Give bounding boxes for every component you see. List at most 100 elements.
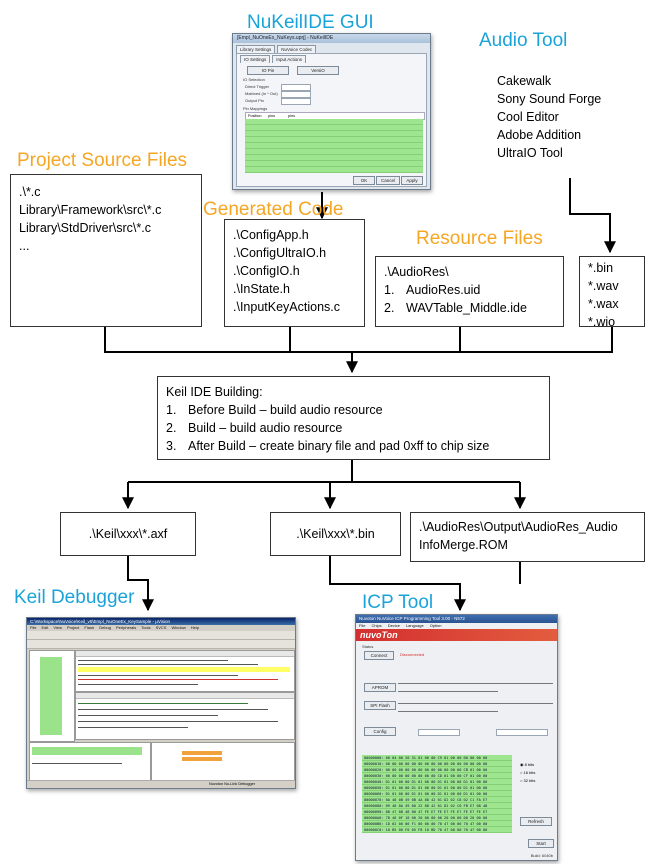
keil-menu-item[interactable]: Project bbox=[66, 625, 80, 630]
generated-code-box: .\ConfigApp.h .\ConfigUltraIO.h .\Config… bbox=[224, 219, 365, 327]
resource-folder: .\AudioRes\ bbox=[384, 265, 449, 279]
command-window bbox=[29, 742, 151, 782]
keil-menu-item[interactable]: Flash bbox=[84, 625, 95, 630]
watch-window bbox=[151, 742, 295, 782]
keil-menu-item[interactable]: Tools bbox=[141, 625, 151, 630]
matrixed-select[interactable] bbox=[281, 91, 311, 98]
matrixed-label: Matrixed (In * Out) bbox=[245, 91, 278, 96]
audio-extension: *.wav bbox=[588, 279, 619, 293]
build-heading: Keil IDE Building: bbox=[166, 385, 263, 399]
audio-tool-item: Sony Sound Forge bbox=[497, 92, 602, 106]
bit-option-label: 8 bits bbox=[524, 762, 535, 767]
cancel-button[interactable]: Cancel bbox=[376, 176, 400, 185]
aprom-button[interactable]: APROM bbox=[364, 683, 396, 692]
icp-menu-item[interactable]: Option bbox=[429, 623, 442, 628]
bit-option[interactable]: ○ 32 bits bbox=[520, 778, 536, 783]
project-source-box: .\*.c Library\Framework\src\*.c Library\… bbox=[10, 174, 202, 327]
keil-menu-item[interactable]: View bbox=[53, 625, 62, 630]
generated-file: .\InputKeyActions.c bbox=[233, 300, 341, 314]
resource-files-box: .\AudioRes\ 1.AudioRes.uid 2.WAVTable_Mi… bbox=[375, 256, 564, 327]
nukeil-window-title: [Empl_NuOneEx_NuKeys.uprj] - NuKeilIDE bbox=[233, 34, 430, 43]
versio-button[interactable]: VersiO bbox=[297, 66, 339, 75]
spi-flash-button[interactable]: SPI Flash bbox=[364, 701, 396, 710]
generated-file: .\ConfigIO.h bbox=[233, 264, 300, 278]
bin-output-box: .\Keil\xxx\*.bin bbox=[270, 512, 401, 556]
build-step-label: After Build – create binary file and pad… bbox=[188, 439, 490, 453]
keil-menu-item[interactable]: SVCS bbox=[155, 625, 167, 630]
keil-menu-item[interactable]: Help bbox=[190, 625, 199, 630]
nuvoton-logo: nuvoTon bbox=[356, 629, 557, 641]
build-step: 3.After Build – create binary file and p… bbox=[166, 439, 490, 453]
build-version: Build: 6040b bbox=[530, 853, 553, 858]
project-source-title: Project Source Files bbox=[17, 150, 188, 171]
direct-trigger-select[interactable] bbox=[281, 84, 311, 91]
audio-extension: *.wax bbox=[588, 297, 619, 311]
keil-window-title: C:\Workspace\NuVoice\Keil_v5\Empl_NuOneE… bbox=[27, 618, 295, 625]
icp-menu-item[interactable]: Language bbox=[405, 623, 424, 628]
apply-button[interactable]: Apply bbox=[401, 176, 423, 185]
select-dropdown[interactable] bbox=[496, 729, 548, 736]
audio-tool-item: Cakewalk bbox=[497, 74, 552, 88]
config-button[interactable]: Config bbox=[364, 727, 396, 736]
resource-item-label: AudioRes.uid bbox=[406, 283, 481, 297]
build-step-label: Build – build audio resource bbox=[188, 421, 343, 435]
bit-option[interactable]: ○ 16 bits bbox=[520, 770, 536, 775]
generated-file: .\InState.h bbox=[233, 282, 290, 296]
bin-output-label: .\Keil\xxx\*.bin bbox=[296, 527, 375, 541]
pin-mappings-label: Pin Mappings bbox=[243, 106, 268, 111]
bit-width-options: ◉ 8 bits ○ 16 bits ○ 32 bits bbox=[520, 761, 535, 785]
icp-menu-item[interactable]: Chips bbox=[371, 623, 382, 628]
column-position: Position bbox=[248, 114, 262, 118]
keil-menu-item[interactable]: Debug bbox=[99, 625, 111, 630]
bit-option-label: 32 bits bbox=[523, 778, 536, 783]
icp-tool-title: ICP Tool bbox=[362, 592, 434, 613]
register-panel bbox=[29, 650, 75, 742]
keil-debugger-title: Keil Debugger bbox=[14, 587, 135, 608]
hex-dump[interactable]: 00000000: 00 04 00 20 31 01 00 00 C9 01 … bbox=[362, 755, 512, 833]
keil-menu-item[interactable]: Peripherals bbox=[116, 625, 137, 630]
generated-code-title: Generated Code bbox=[203, 199, 344, 220]
resource-item-label: WAVTable_Middle.ide bbox=[406, 301, 527, 315]
keil-menu-item[interactable]: Edit bbox=[41, 625, 49, 630]
column-pins-a: pins bbox=[268, 114, 275, 118]
tab-io-settings[interactable]: IO Settings bbox=[240, 55, 271, 63]
refresh-button[interactable]: Refresh bbox=[520, 817, 552, 826]
generated-file: .\ConfigUltraIO.h bbox=[233, 246, 327, 260]
source-file: .\*.c bbox=[19, 185, 41, 199]
keil-menu-item[interactable]: Window bbox=[171, 625, 186, 630]
audio-tool-item: Adobe Addition bbox=[497, 128, 582, 142]
output-pin-select[interactable] bbox=[281, 98, 311, 105]
config-value[interactable] bbox=[418, 729, 460, 736]
rom-output-line1: .\AudioRes\Output\AudioRes_Audio bbox=[419, 520, 618, 534]
tab-input-actions[interactable]: Input Actions bbox=[272, 55, 307, 63]
io-pin-button[interactable]: IO Pin bbox=[247, 66, 289, 75]
icp-menu-item[interactable]: Device bbox=[387, 623, 400, 628]
bit-option[interactable]: ◉ 8 bits bbox=[520, 762, 535, 767]
build-step: 1.Before Build – build audio resource bbox=[166, 403, 383, 417]
direct-trigger-label: Direct Trigger bbox=[245, 84, 270, 89]
build-step: 2.Build – build audio resource bbox=[166, 421, 343, 435]
resource-files-title: Resource Files bbox=[416, 228, 543, 249]
start-button[interactable]: Start bbox=[528, 839, 554, 848]
tab-nuvoice-codec[interactable]: NuVoice Codec bbox=[277, 45, 317, 53]
io-selection-label: IO Selection bbox=[243, 77, 265, 82]
source-file: ... bbox=[19, 239, 30, 253]
generated-file: .\ConfigApp.h bbox=[233, 228, 309, 242]
keil-status-bar: Nuvoton Nu-Link Debugger bbox=[27, 780, 295, 788]
icp-menu-item[interactable]: File bbox=[359, 623, 366, 628]
icp-menu-bar: File Chips Device Language Option bbox=[356, 623, 557, 629]
tab-library-settings[interactable]: Library Settings bbox=[236, 45, 276, 53]
rom-output-line2: InfoMerge.ROM bbox=[419, 538, 508, 552]
column-pins-b: pins bbox=[288, 114, 295, 118]
keil-toolbar bbox=[27, 631, 295, 640]
build-step-label: Before Build – build audio resource bbox=[188, 403, 383, 417]
source-panel bbox=[75, 692, 295, 740]
audio-tool-item: Cool Editor bbox=[497, 110, 559, 124]
keil-debugger-screenshot: C:\Workspace\NuVoice\Keil_v5\Empl_NuOneE… bbox=[26, 617, 296, 789]
ok-button[interactable]: OK bbox=[353, 176, 375, 185]
keil-menu-item[interactable]: File bbox=[30, 625, 37, 630]
pin-mapping-grid[interactable] bbox=[245, 119, 423, 173]
output-pin-label: Output Pin bbox=[245, 98, 264, 103]
connect-button[interactable]: Connect bbox=[364, 651, 394, 660]
